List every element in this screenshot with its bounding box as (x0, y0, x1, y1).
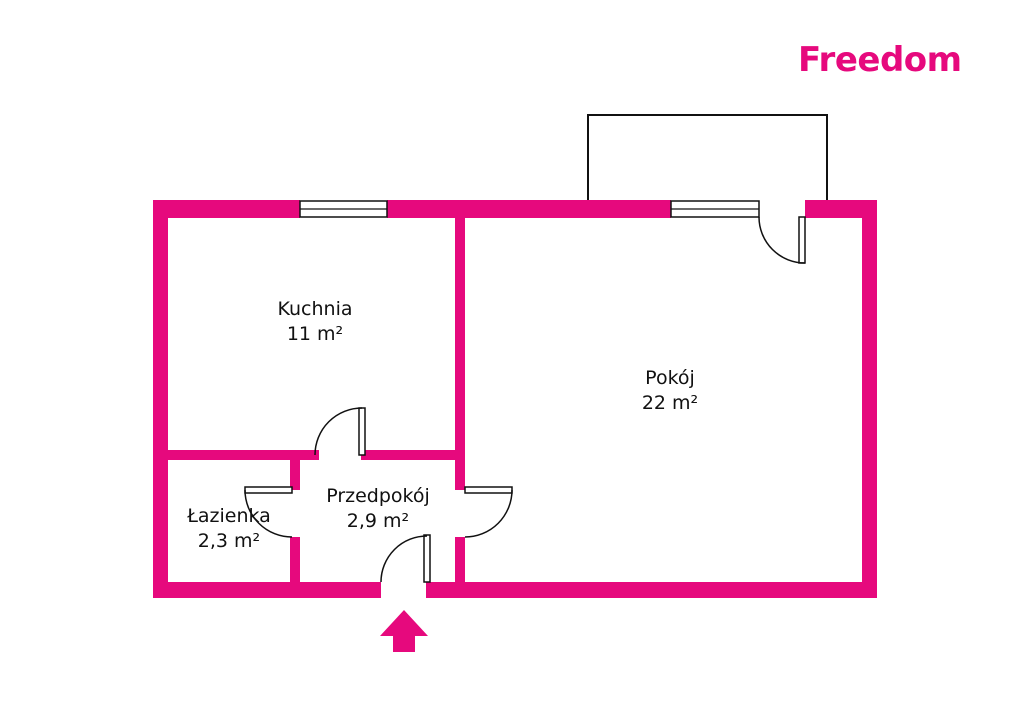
room-name: Pokój (645, 367, 695, 389)
door-balcony (758, 216, 806, 264)
window-kitchen (299, 200, 388, 218)
room-area: 2,9 m² (346, 510, 410, 532)
room-area: 2,3 m² (197, 530, 261, 552)
wall-bathroom-upper (290, 450, 300, 490)
room-label-pokoj: Pokój 22 m² (585, 366, 755, 416)
room-area: 11 m² (286, 323, 344, 345)
brand-logo: Freedom (798, 40, 962, 80)
wall-top-right (805, 200, 877, 218)
wall-kitchen-bottom-right (361, 450, 465, 460)
wall-kitchen-bottom-left (153, 450, 319, 460)
wall-right (862, 200, 877, 598)
wall-left (153, 200, 168, 598)
balcony (587, 114, 828, 200)
door-kitchen (314, 407, 366, 456)
room-name: Łazienka (187, 505, 271, 527)
room-label-lazienka: Łazienka 2,3 m² (168, 504, 290, 554)
room-name: Kuchnia (277, 298, 353, 320)
door-entrance (380, 534, 431, 583)
wall-kitchen-room (455, 200, 465, 598)
entrance-arrow-icon (380, 610, 428, 652)
wall-bathroom-lower (290, 537, 300, 598)
door-bathroom (244, 486, 293, 538)
wall-bottom-left (153, 582, 381, 598)
window-room (670, 200, 760, 218)
room-label-kuchnia: Kuchnia 11 m² (230, 297, 400, 347)
wall-bottom-right (426, 582, 877, 598)
room-name: Przedpokój (326, 485, 430, 507)
hall-room-doorway (455, 490, 465, 537)
room-label-przedpokoj: Przedpokój 2,9 m² (302, 484, 454, 534)
door-room (464, 486, 513, 538)
wall-top-left (153, 200, 300, 218)
wall-hall-room-lower (455, 537, 465, 598)
wall-top-middle (387, 200, 671, 218)
room-area: 22 m² (641, 392, 699, 414)
